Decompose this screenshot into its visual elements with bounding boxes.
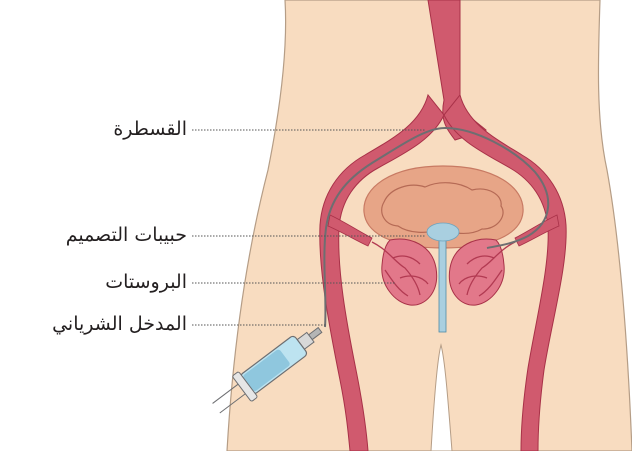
embolization-beads <box>427 223 459 241</box>
label-embolization-beads: حبيبات التصميم <box>66 223 187 247</box>
label-arterial-access: المدخل الشرياني <box>52 312 187 336</box>
label-prostate: البروستات <box>105 270 187 294</box>
urethra <box>439 236 446 332</box>
label-catheter: القسطرة <box>113 117 187 141</box>
